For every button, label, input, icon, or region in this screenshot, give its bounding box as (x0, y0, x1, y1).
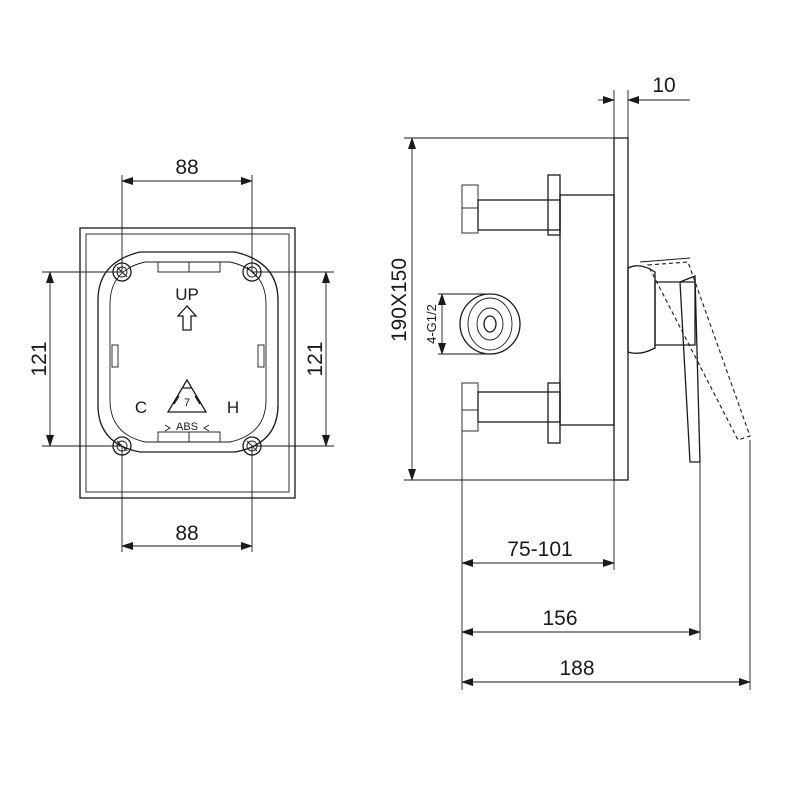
thread-port-icon (459, 293, 521, 355)
front-view: UP C H 7 ABS 88 88 121 121 (28, 156, 334, 552)
recycle-number: 7 (184, 397, 190, 409)
side-view: 4-G1/2 10 190X150 75-101 156 (388, 74, 751, 690)
dim-depth-total: 188 (559, 657, 594, 680)
front-plate-outer (79, 227, 296, 499)
up-label: UP (175, 285, 199, 304)
dim-depth-range: 75-101 (507, 538, 572, 561)
dim-plate-size: 190X150 (388, 258, 411, 342)
dim-height-left: 121 (28, 341, 51, 376)
handle-lever (679, 275, 701, 463)
dim-height-right: 121 (304, 341, 327, 376)
recycle-material: ABS (176, 421, 198, 433)
thread-spec: 4-G1/2 (424, 304, 439, 344)
left-slot (111, 344, 119, 368)
recycle-icon (166, 378, 208, 413)
handle-body (654, 281, 696, 346)
dim-width-top: 88 (175, 156, 198, 179)
dim-depth-handle: 156 (542, 607, 577, 630)
hot-label: H (227, 398, 239, 417)
handle-lever-alt (647, 261, 751, 441)
handle-base (627, 265, 656, 354)
side-face-plate (613, 137, 629, 481)
dim-width-bottom: 88 (175, 522, 198, 545)
valve-body (559, 194, 615, 426)
housing-inner-outline (109, 261, 267, 443)
front-plate-inner (85, 233, 290, 493)
cold-label: C (135, 398, 147, 417)
housing-outline (97, 251, 279, 453)
right-slot (257, 344, 265, 368)
dim-plate-thickness: 10 (652, 74, 675, 97)
up-arrow-icon (176, 305, 198, 331)
